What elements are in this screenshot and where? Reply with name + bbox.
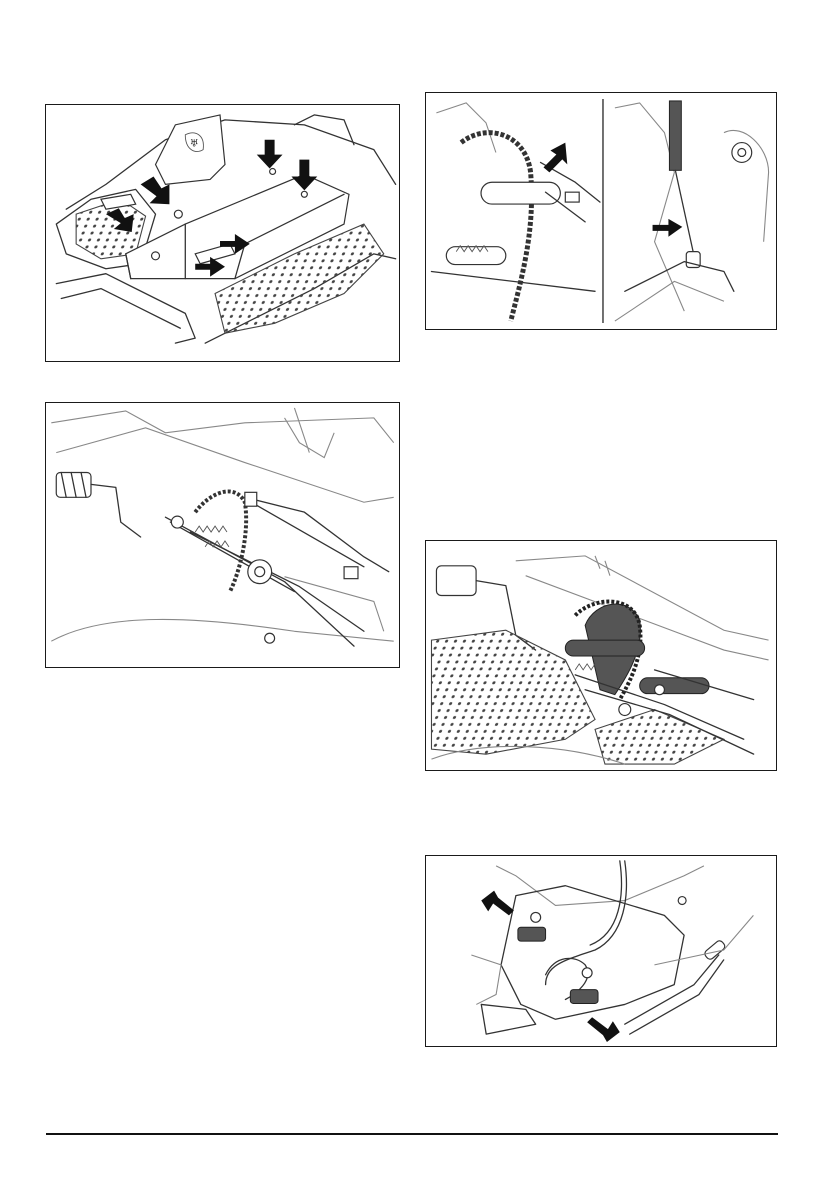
figure-seat-console: ♅ [45, 104, 400, 362]
figure-chain-drive-drawing [46, 403, 399, 667]
figure-cable-detail [425, 92, 777, 330]
figure-pedal-mount-drawing [426, 856, 776, 1046]
brand-logo-icon: ♅ [190, 139, 199, 150]
figure-sprocket-assembly [425, 540, 777, 771]
footer-rule [46, 1133, 778, 1135]
figure-seat-console-drawing: ♅ [46, 105, 399, 361]
figure-chain-drive [45, 402, 400, 668]
arrow-icon [543, 143, 567, 173]
figure-pedal-mount [425, 855, 777, 1047]
figure-cable-detail-drawing [426, 93, 776, 329]
figure-sprocket-assembly-drawing [426, 541, 776, 770]
